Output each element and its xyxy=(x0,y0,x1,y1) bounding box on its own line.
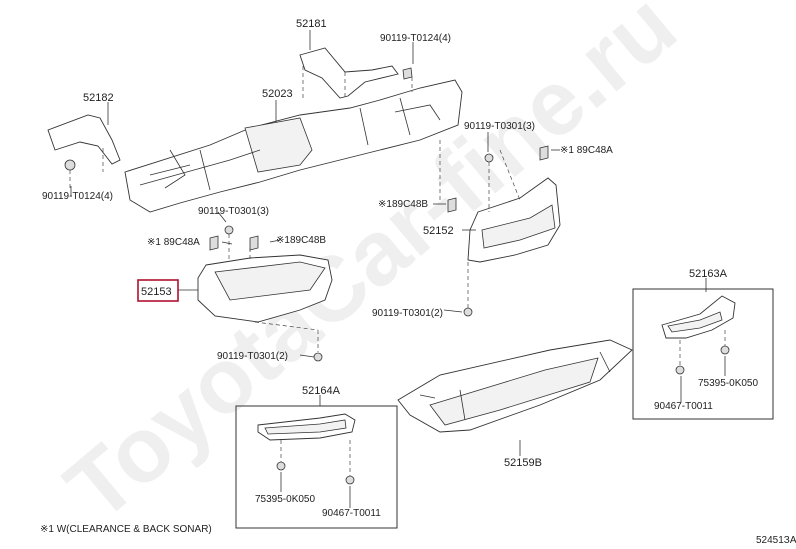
label-90119-T0124-top[interactable]: 90119-T0124(4) xyxy=(380,33,451,44)
label-52182[interactable]: 52182 xyxy=(83,92,114,104)
label-90467-T0011-right[interactable]: 90467-T0011 xyxy=(654,401,713,412)
label-90119-T0301-center[interactable]: 90119-T0301(3) xyxy=(198,206,269,217)
label-75395-0K050-right[interactable]: 75395-0K050 xyxy=(698,378,758,389)
label-52181[interactable]: 52181 xyxy=(296,18,327,30)
box-52164A xyxy=(235,405,398,529)
footnote: ※1 W(CLEARANCE & BACK SONAR) xyxy=(40,524,212,535)
diagram-id: 52451ЗА xyxy=(756,535,796,546)
bracket-52181[interactable] xyxy=(299,47,413,99)
step-end-52163A[interactable] xyxy=(661,295,736,375)
box-52163A xyxy=(632,288,774,420)
watermark-text: ToyotaCar-fine.ru xyxy=(47,0,695,540)
label-52164A[interactable]: 52164A xyxy=(302,385,341,397)
label-90119-T0301-left-bottom[interactable]: 90119-T0301(2) xyxy=(217,351,288,362)
label-90119-T0301-right-bottom[interactable]: 90119-T0301(2) xyxy=(372,308,443,319)
label-52152[interactable]: 52152 xyxy=(423,225,454,237)
label-90119-T0301-right[interactable]: 90119-T0301(3) xyxy=(464,121,535,132)
label-89C48A-right[interactable]: ※1 89C48A xyxy=(560,145,613,156)
label-52153[interactable]: 52153 xyxy=(141,286,172,298)
label-90119-T0124-left[interactable]: 90119-T0124(4) xyxy=(42,191,113,202)
leader-lines xyxy=(69,30,726,508)
bracket-52182[interactable] xyxy=(47,114,121,171)
label-89C48B-left[interactable]: ※189C48B xyxy=(276,235,326,246)
bumper-52152[interactable] xyxy=(447,145,561,317)
highlight-box-52153 xyxy=(137,279,179,302)
step-end-52164A[interactable] xyxy=(257,413,356,485)
step-pad-52159B[interactable] xyxy=(397,339,633,433)
bumper-52153[interactable] xyxy=(197,225,333,362)
label-52023[interactable]: 52023 xyxy=(262,88,293,100)
label-90467-T0011-left[interactable]: 90467-T0011 xyxy=(322,508,381,519)
crossmember-52023[interactable] xyxy=(124,79,463,213)
label-89C48A-left[interactable]: ※1 89C48A xyxy=(147,237,200,248)
label-52159B[interactable]: 52159B xyxy=(504,457,542,469)
label-52163A[interactable]: 52163A xyxy=(689,268,728,280)
label-75395-0K050-left[interactable]: 75395-0K050 xyxy=(255,494,315,505)
label-89C48B-right[interactable]: ※189C48B xyxy=(378,199,428,210)
